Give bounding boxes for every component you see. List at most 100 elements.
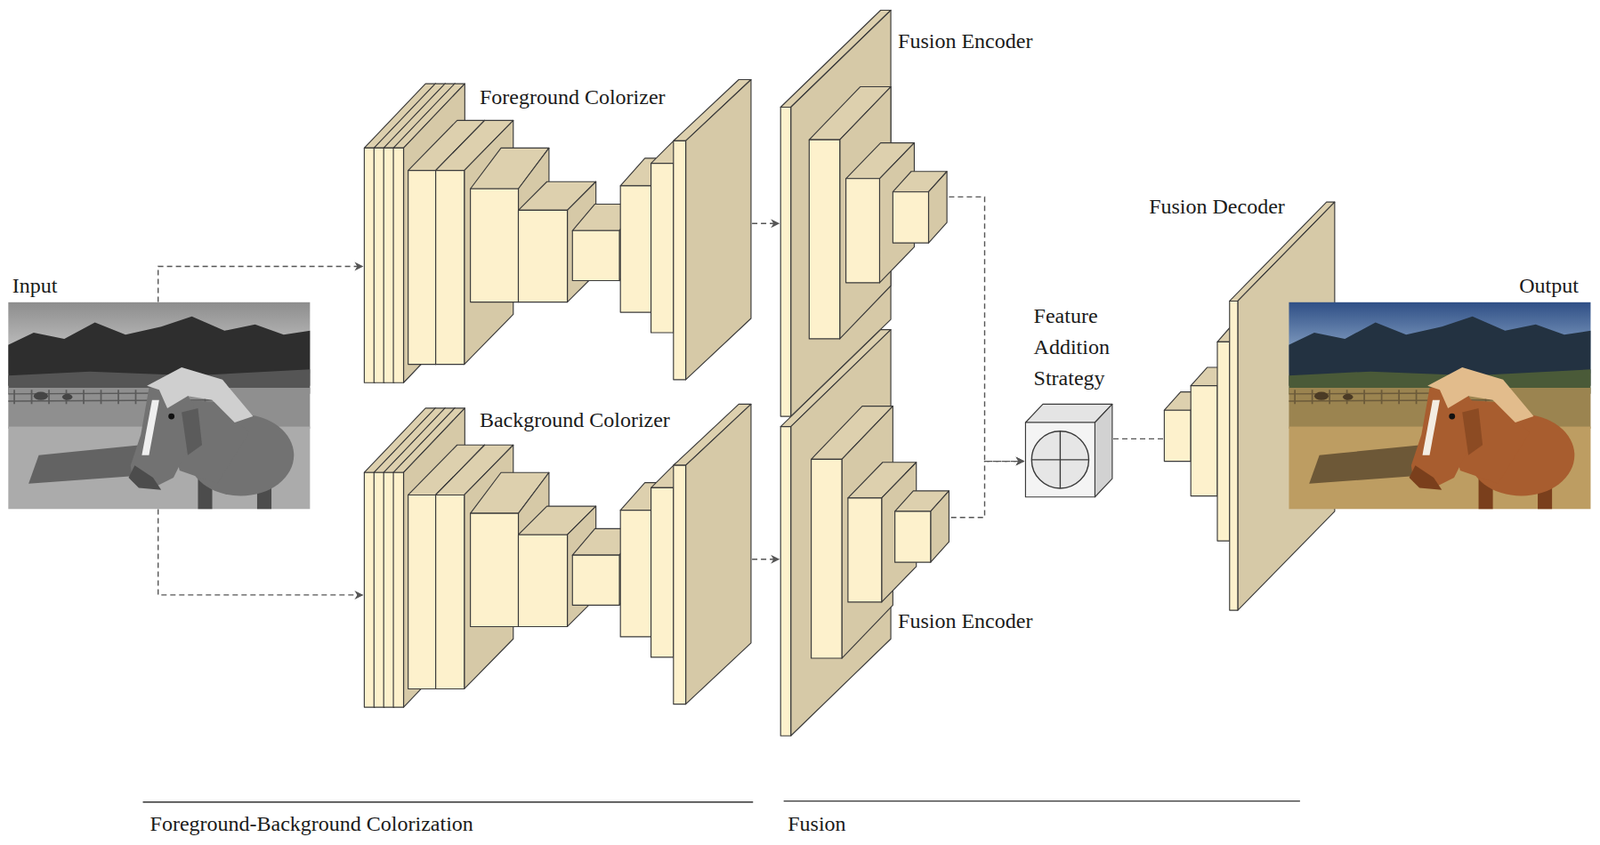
block-front: [1163, 410, 1191, 461]
layer-block: [895, 491, 950, 563]
fence-post: [31, 389, 33, 405]
dashed-connector: [751, 223, 779, 225]
layer-block: [892, 171, 947, 243]
block-front: [436, 170, 465, 365]
fence-post: [1415, 389, 1418, 405]
layer-block: [1025, 404, 1112, 497]
block-front: [383, 472, 394, 708]
layer-block: [673, 404, 752, 704]
dashed-connector: [948, 196, 1024, 461]
block-front: [780, 106, 791, 417]
fence-post: [1311, 389, 1314, 405]
block-front: [673, 140, 687, 380]
block-front: [373, 147, 384, 383]
fence-post: [117, 389, 120, 405]
fusion-encoder: Fusion Encoder: [780, 9, 949, 417]
horse-mane: [1427, 367, 1534, 423]
block-front: [1217, 341, 1230, 542]
fence-post: [48, 389, 50, 405]
addition-symbol: [1059, 431, 1061, 489]
layer-block: [673, 79, 752, 380]
input-image: [8, 302, 310, 510]
layer-block: [780, 330, 891, 737]
block-front: [1190, 386, 1218, 497]
horse-shade: [1462, 408, 1483, 456]
node-label: Fusion Encoder: [897, 28, 1033, 55]
distant-horse: [33, 392, 49, 401]
block-front: [393, 147, 404, 383]
section-label: Fusion: [787, 811, 846, 838]
colorizer-network: Background Colorizer: [363, 404, 752, 716]
dashed-connector: [158, 509, 364, 596]
block-front: [811, 459, 842, 659]
dashed-connector: [158, 266, 364, 303]
section-rule: [783, 800, 1301, 802]
block-front: [393, 472, 404, 708]
block-front: [572, 555, 620, 606]
block-front: [363, 147, 374, 383]
distant-horse: [1342, 394, 1353, 401]
layer-block: [811, 406, 894, 659]
horse-eye: [1448, 413, 1455, 421]
horse-muzzle: [1409, 465, 1443, 491]
fence-post: [1381, 389, 1383, 405]
horse-shade: [181, 408, 203, 456]
node-label: Feature Addition Strategy: [1034, 300, 1110, 395]
fence-post: [1397, 389, 1400, 405]
horse-eye: [168, 413, 175, 421]
horse-blaze: [1422, 400, 1439, 456]
addition-symbol: [1031, 431, 1089, 489]
block-front: [572, 230, 620, 281]
input-image-panel: Input: [8, 302, 310, 510]
dashed-connector: [1113, 438, 1164, 440]
block-front: [470, 188, 519, 302]
block-front: [808, 139, 840, 340]
block-side: [686, 404, 752, 704]
node-label: Output: [1519, 273, 1579, 299]
fence-post: [100, 389, 103, 405]
block-front: [848, 498, 882, 603]
horse-mane: [146, 367, 253, 423]
section-label: Foreground-Background Colorization: [150, 811, 474, 838]
fence-post: [13, 389, 16, 405]
section-rule: [143, 801, 754, 803]
block-front: [373, 472, 384, 708]
block-front: [436, 494, 465, 689]
dashed-connector: [951, 461, 1025, 518]
block-side: [928, 171, 947, 243]
output-image-panel: Output: [1288, 302, 1591, 510]
node-label: Fusion Decoder: [1148, 193, 1285, 220]
block-front: [383, 147, 394, 383]
node-label: Input: [12, 273, 58, 299]
block-front: [518, 210, 568, 302]
fence-post: [135, 389, 138, 405]
block-front: [1229, 300, 1238, 611]
block-front: [892, 192, 929, 243]
block-front: [673, 465, 687, 704]
block-front: [620, 510, 651, 638]
fusion-decoder: Fusion Decoder: [1163, 202, 1335, 611]
block-front: [363, 472, 374, 708]
block-side: [686, 79, 752, 380]
block-front: [1025, 422, 1095, 498]
fence-post: [82, 389, 85, 405]
horse-blaze: [141, 400, 159, 456]
block-front: [408, 494, 437, 689]
distant-horse: [1314, 392, 1329, 401]
block-front: [895, 511, 931, 563]
dashed-connector: [751, 558, 779, 560]
block-front: [780, 427, 791, 737]
block-front: [408, 170, 437, 365]
node-label: Foreground Colorizer: [479, 84, 666, 111]
node-label: Background Colorizer: [479, 407, 671, 434]
block-side: [791, 330, 891, 737]
block-front: [620, 185, 651, 313]
distant-horse: [62, 394, 73, 401]
output-image: [1288, 302, 1591, 510]
fence-post: [1328, 389, 1331, 405]
block-front: [651, 163, 674, 333]
fusion-encoder: Fusion Encoder: [780, 328, 951, 737]
